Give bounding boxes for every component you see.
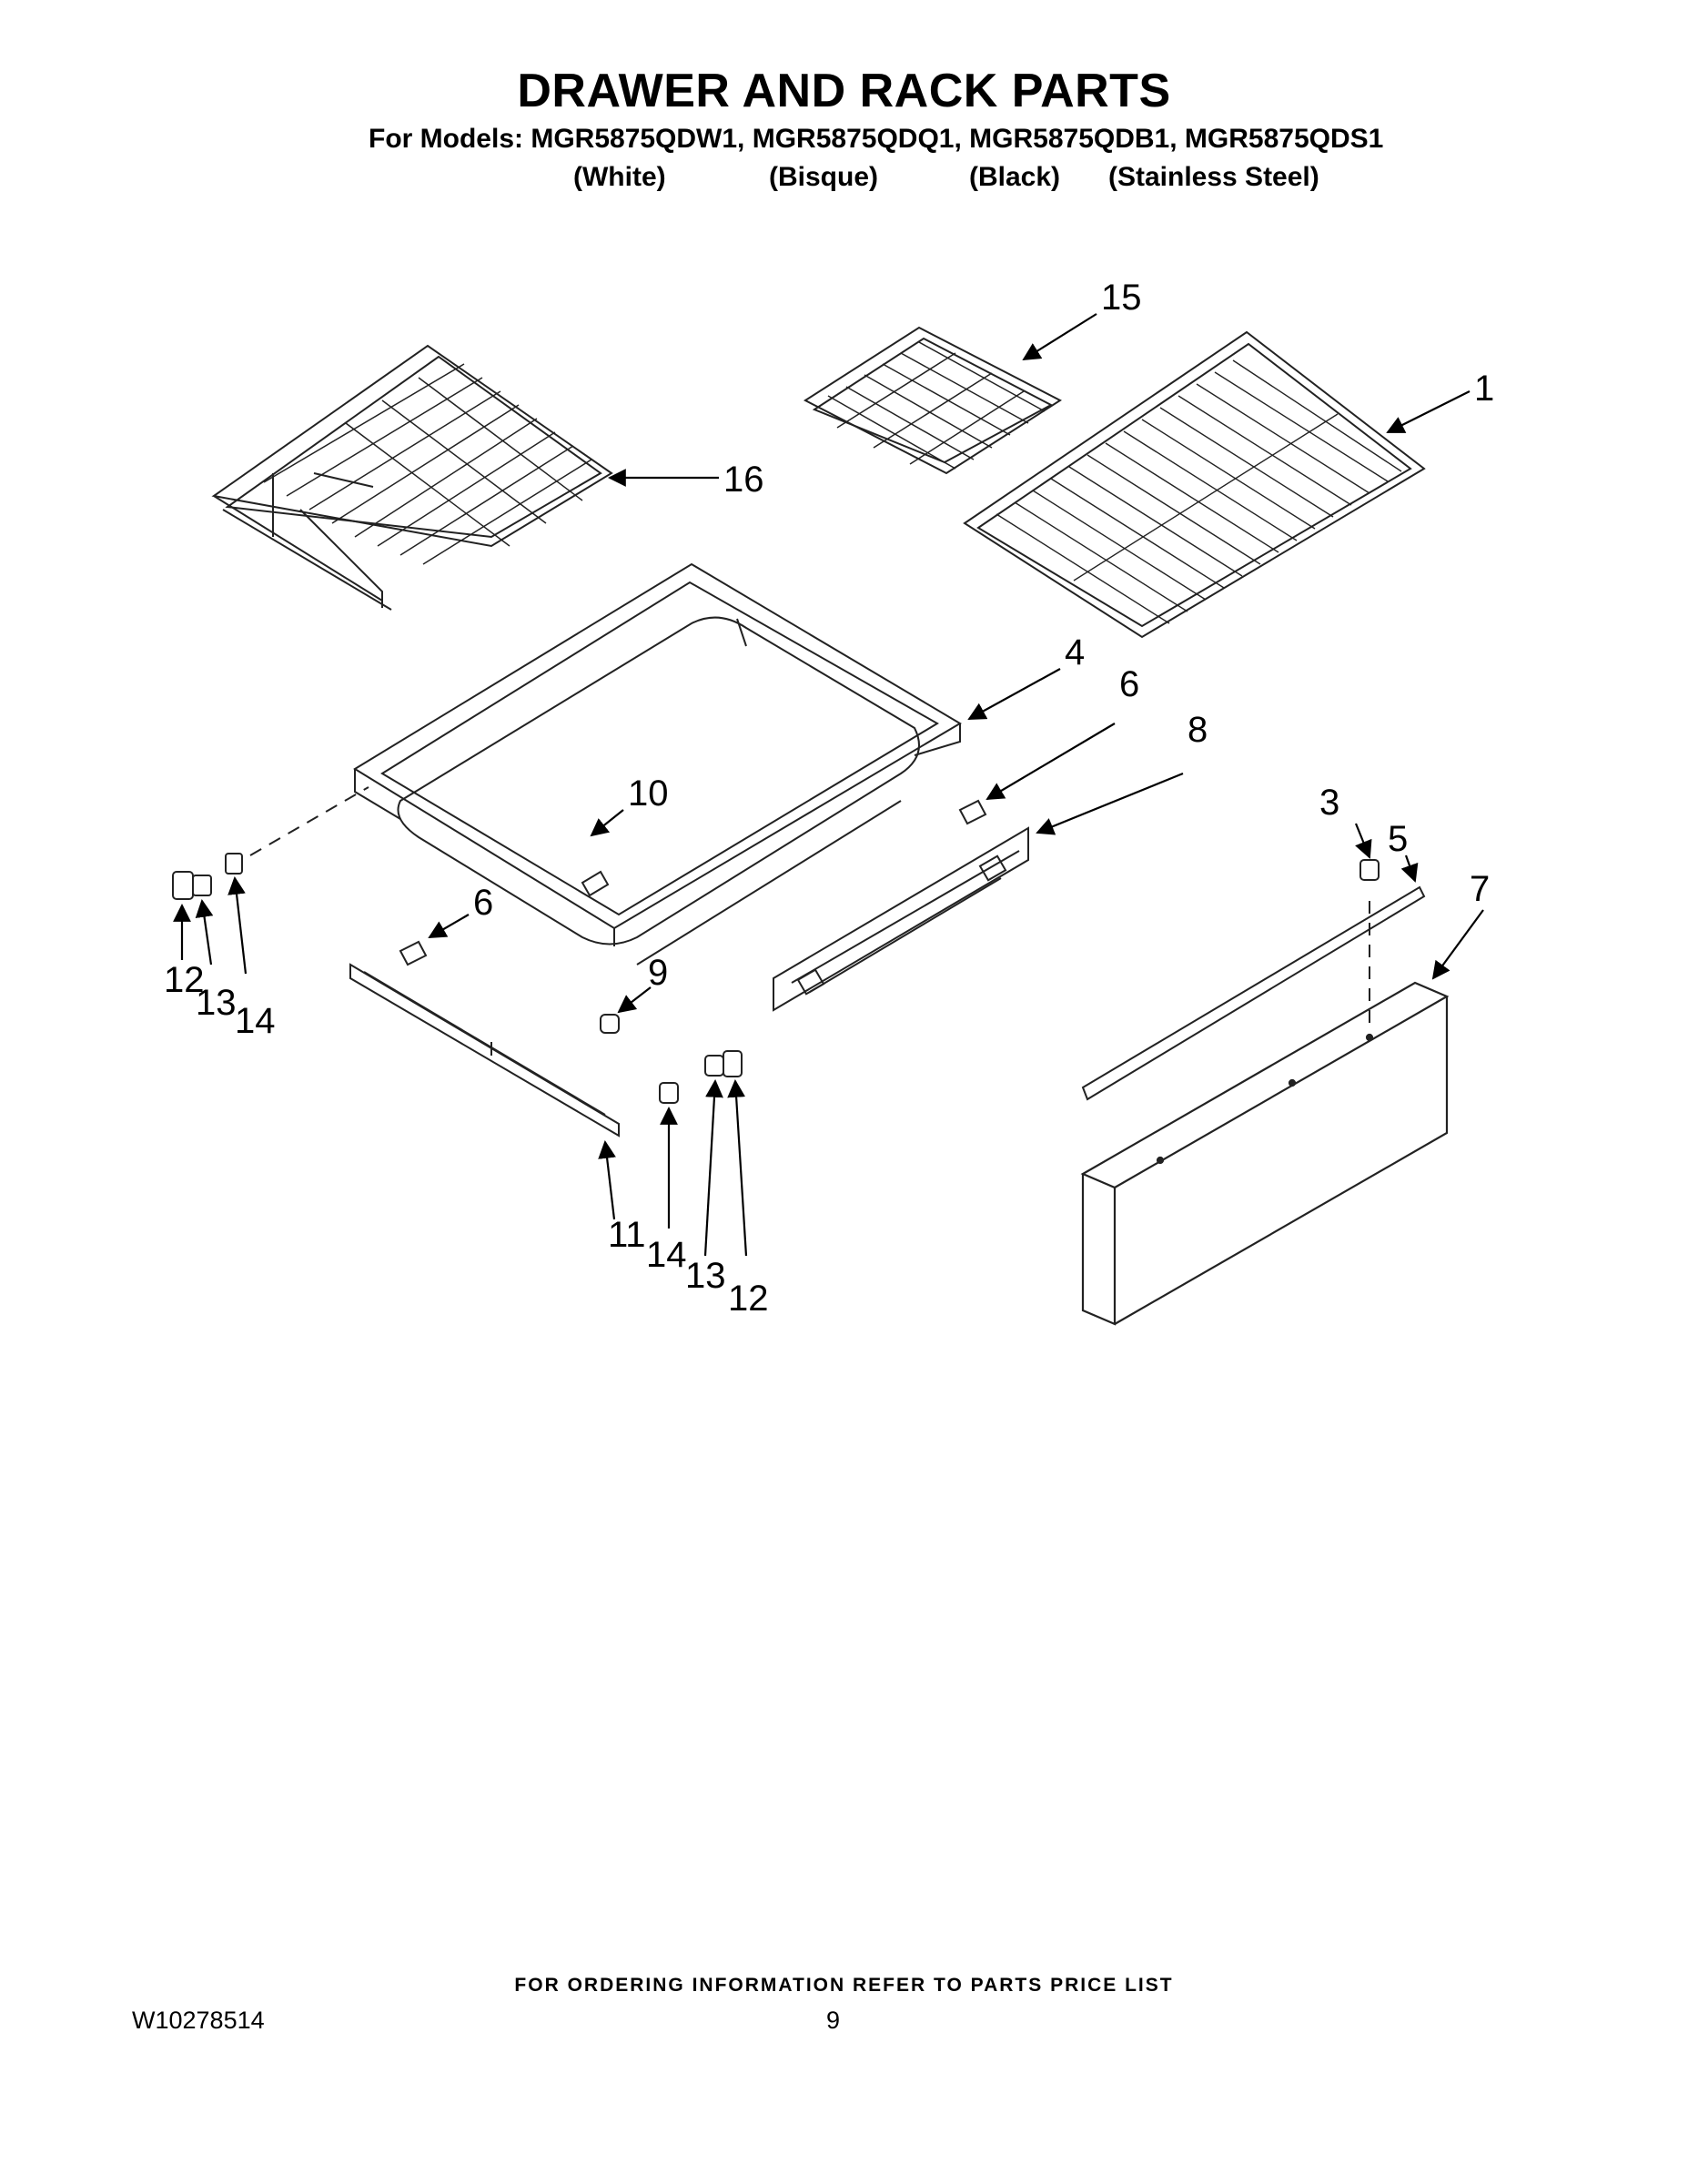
callout-9: 9	[648, 953, 668, 993]
callout-7: 7	[1470, 869, 1490, 909]
part-13-bushing-left	[192, 875, 212, 896]
part-12-glide-left	[172, 871, 194, 900]
part-3-screw	[1359, 859, 1380, 881]
callout-11: 11	[608, 1215, 646, 1255]
part-6-screw-left	[399, 940, 428, 966]
finish-bisque: (Bisque)	[769, 162, 878, 192]
part-11-slide-rail	[349, 963, 620, 1138]
callout-5: 5	[1388, 819, 1408, 859]
part-12-glide-right	[723, 1050, 743, 1077]
callout-15: 15	[1101, 278, 1142, 318]
part-15-half-rack	[803, 326, 1063, 475]
callout-14-right: 14	[646, 1235, 687, 1275]
part-14-spacer-left	[225, 853, 243, 875]
callout-8: 8	[1188, 710, 1208, 750]
part-4-drawer-pan	[353, 562, 962, 966]
page-number: 9	[826, 2007, 841, 2034]
part-16-sliding-rack	[211, 344, 613, 611]
part-6-screw-right	[958, 799, 987, 825]
callout-14-left: 14	[235, 1001, 276, 1041]
finish-white: (White)	[573, 162, 666, 192]
callout-1: 1	[1474, 369, 1494, 409]
part-1-oven-rack	[963, 330, 1426, 639]
callout-16: 16	[723, 460, 764, 500]
models-line: For Models: MGR5875QDW1, MGR5875QDQ1, MG…	[369, 124, 1384, 154]
hardware-parts	[172, 799, 1380, 1104]
ordering-note: FOR ORDERING INFORMATION REFER TO PARTS …	[514, 1975, 1174, 1996]
leader-arrows	[173, 313, 1484, 1257]
finish-stainless-steel: (Stainless Steel)	[1108, 162, 1319, 192]
callout-12-left: 12	[164, 960, 205, 1000]
callout-13-left: 13	[196, 983, 237, 1023]
callout-labels: 15 1 16 4 6 8 10 3 5 7 6 9 12 13 14 11 1…	[164, 278, 1494, 1319]
alignment-lines	[249, 786, 1370, 1024]
callout-3: 3	[1319, 783, 1339, 823]
part-14-spacer-right	[659, 1082, 679, 1104]
page-title: DRAWER AND RACK PARTS	[517, 65, 1171, 117]
part-7-drawer-front	[1080, 981, 1450, 1326]
part-9-screw	[600, 1014, 620, 1034]
callout-12-right: 12	[728, 1279, 769, 1319]
part-5-trim-strip	[1081, 885, 1426, 1101]
callout-4: 4	[1065, 632, 1085, 672]
document-number: W10278514	[132, 2007, 265, 2034]
callout-6-left: 6	[473, 883, 493, 923]
part-8-rear-panel	[773, 826, 1029, 1012]
callout-6-right: 6	[1119, 664, 1139, 704]
callout-10: 10	[628, 774, 669, 814]
part-10-screw	[581, 870, 610, 897]
finish-black: (Black)	[969, 162, 1061, 192]
callout-13-right: 13	[685, 1256, 726, 1296]
part-13-bushing-right	[704, 1055, 724, 1077]
